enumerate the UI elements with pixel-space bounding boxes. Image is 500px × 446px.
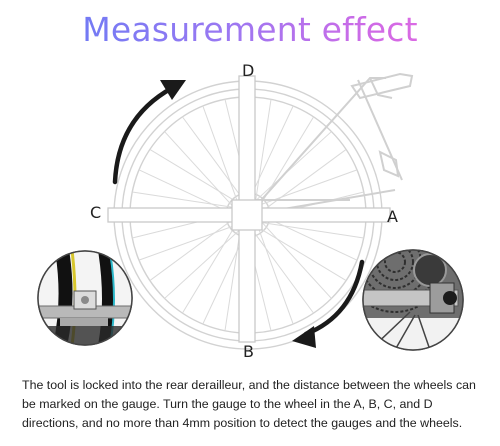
wheel-spoke bbox=[224, 226, 242, 331]
page-title: Measurement effect bbox=[0, 10, 500, 49]
bicycle-frame bbox=[240, 72, 414, 216]
wheel-spoke bbox=[256, 225, 294, 325]
wheel-spoke bbox=[164, 131, 236, 210]
wheel-spoke bbox=[259, 221, 364, 239]
wheel-spoke bbox=[248, 105, 294, 202]
wheel-spoke bbox=[254, 99, 272, 204]
wheel-spoke bbox=[164, 227, 243, 299]
label-b: B bbox=[243, 342, 254, 361]
wheel-spoke bbox=[182, 116, 246, 202]
label-a: A bbox=[387, 207, 398, 226]
wheel-spoke bbox=[261, 149, 347, 213]
wheel-spoke bbox=[182, 223, 238, 314]
description-text: The tool is locked into the rear deraill… bbox=[22, 378, 476, 430]
rotation-arrow-lower-icon bbox=[303, 259, 365, 337]
wheel-spoke bbox=[260, 220, 332, 299]
inset-rim-photo bbox=[37, 250, 133, 346]
label-d: D bbox=[242, 61, 255, 80]
arrowhead-upper-icon bbox=[160, 80, 186, 100]
wheel-spoke bbox=[261, 215, 358, 261]
arrowhead-lower-icon bbox=[292, 326, 316, 348]
wheel-spoke bbox=[250, 228, 314, 314]
wheel-spoke bbox=[256, 225, 347, 281]
wheel-spoke bbox=[149, 149, 240, 205]
label-c: C bbox=[90, 203, 102, 222]
wheel-spoke bbox=[202, 105, 240, 205]
wheel-spoke bbox=[138, 169, 235, 215]
wheel-spoke bbox=[149, 217, 235, 281]
inset-derailleur-photo bbox=[362, 249, 464, 351]
wheel-spoke bbox=[253, 131, 332, 203]
gauge-cross bbox=[107, 75, 391, 343]
rotation-arrow-upper-icon bbox=[112, 85, 175, 185]
wheel-spoke bbox=[132, 191, 237, 209]
wheel-spoke bbox=[138, 223, 238, 261]
